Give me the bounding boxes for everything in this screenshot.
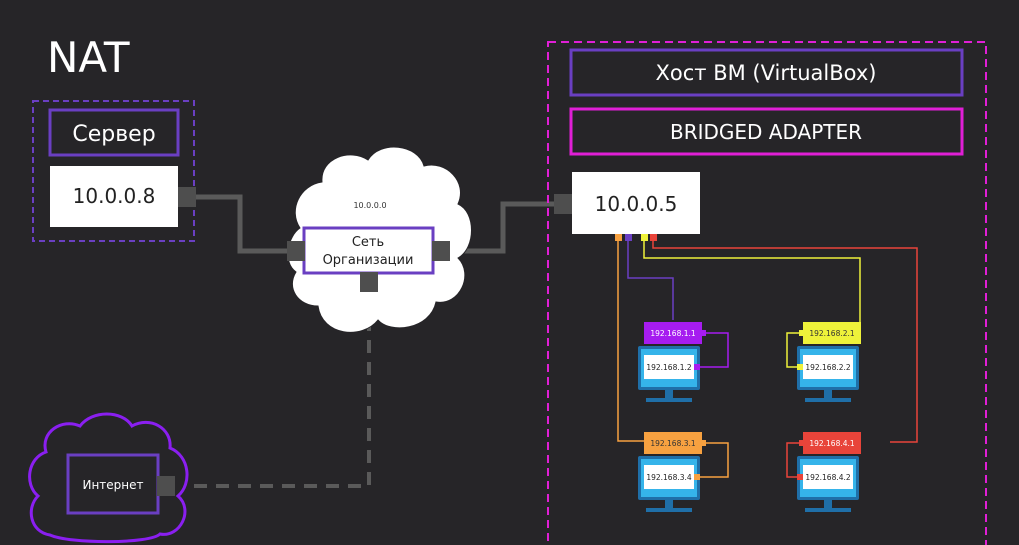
vm-adapter-ip: 192.168.4.1 — [809, 439, 855, 448]
vm-guest-port — [694, 364, 700, 370]
monitor-base — [646, 398, 692, 402]
monitor-stand — [665, 500, 673, 508]
org-cloud-subnet: 10.0.0.0 — [353, 201, 386, 210]
link-vm2-yellow — [643, 241, 861, 325]
internet-label: Интернет — [82, 478, 143, 492]
vm-adapter-label-box — [644, 432, 702, 454]
vm-adapter-label-box — [644, 322, 702, 344]
vm-loop-link — [700, 442, 729, 478]
org-port-bottom — [360, 272, 378, 292]
cable-org-to-host — [459, 201, 556, 254]
vm-block-2: 192.168.2.1 192.168.2.2 — [786, 322, 861, 402]
cable-server-to-org — [195, 194, 289, 254]
vm-guest-port — [694, 474, 700, 480]
monitor-base — [805, 508, 851, 512]
vm-guest-ip-box — [803, 465, 853, 489]
vm-adapter-ip: 192.168.3.1 — [650, 439, 696, 448]
vm-loop-link — [700, 332, 729, 368]
host-ip: 10.0.0.5 — [595, 192, 678, 216]
host-ip-box — [572, 172, 700, 234]
monitor-stand — [824, 500, 832, 508]
server-label-box — [48, 108, 180, 157]
vm-guest-ip: 192.168.3.4 — [646, 473, 692, 482]
host-port-yellow — [641, 234, 648, 241]
org-network-label-line1: Сеть — [352, 235, 384, 250]
link-vm3-orange — [617, 241, 646, 442]
vm-adapter-label-box — [803, 432, 861, 454]
host-title: Хост ВМ (VirtualBox) — [656, 61, 877, 85]
link-vm4-red — [652, 241, 918, 443]
server-ip: 10.0.0.8 — [73, 184, 156, 208]
vm-guest-ip-box — [803, 355, 853, 379]
org-network-label-line2: Организации — [323, 253, 414, 268]
org-port-right — [432, 241, 450, 261]
internet-box — [66, 453, 160, 515]
monitor-base — [646, 508, 692, 512]
vm-adapter-port — [700, 330, 706, 336]
bridged-adapter-box — [569, 107, 964, 156]
page-title: NAT — [47, 33, 130, 82]
vm-guest-ip: 192.168.1.2 — [646, 363, 692, 372]
monitor-stand — [665, 390, 673, 398]
vm-adapter-port — [799, 440, 805, 446]
vm-guest-ip: 192.168.4.2 — [805, 473, 851, 482]
cable-org-to-internet — [182, 296, 371, 488]
server-port — [178, 187, 196, 207]
vm-block-1: 192.168.1.1 192.168.1.2 — [638, 322, 729, 402]
server-ip-box — [50, 166, 178, 227]
vm-guest-ip-box — [644, 355, 694, 379]
vm-adapter-ip: 192.168.1.1 — [650, 329, 696, 338]
host-port-red — [650, 234, 657, 241]
link-vm1-purple — [627, 241, 674, 320]
vm-block-4: 192.168.4.1 192.168.4.2 — [786, 432, 861, 512]
bridged-adapter-label: BRIDGED ADAPTER — [670, 120, 862, 144]
host-port-orange — [615, 234, 622, 241]
host-port — [554, 194, 572, 214]
vm-adapter-port — [799, 330, 805, 336]
monitor-stand — [824, 390, 832, 398]
host-vm-frame — [547, 41, 987, 545]
vm-guest-port — [797, 474, 803, 480]
vm-guest-port — [797, 364, 803, 370]
vm-block-3: 192.168.3.1 192.168.3.4 — [638, 432, 729, 512]
server-group-frame — [32, 100, 195, 242]
server-label: Сервер — [72, 122, 155, 147]
vm-adapter-label-box — [803, 322, 861, 344]
vm-adapter-port — [700, 440, 706, 446]
monitor-base — [805, 398, 851, 402]
host-port-purple — [625, 234, 632, 241]
internet-port — [157, 476, 175, 496]
vm-adapter-ip: 192.168.2.1 — [809, 329, 855, 338]
host-title-box — [569, 48, 964, 97]
vm-groups: 192.168.1.1192.168.1.2192.168.2.1192.168… — [638, 322, 861, 512]
vm-guest-ip-box — [644, 465, 694, 489]
vm-guest-ip: 192.168.2.2 — [805, 363, 851, 372]
org-port-left — [287, 241, 305, 261]
